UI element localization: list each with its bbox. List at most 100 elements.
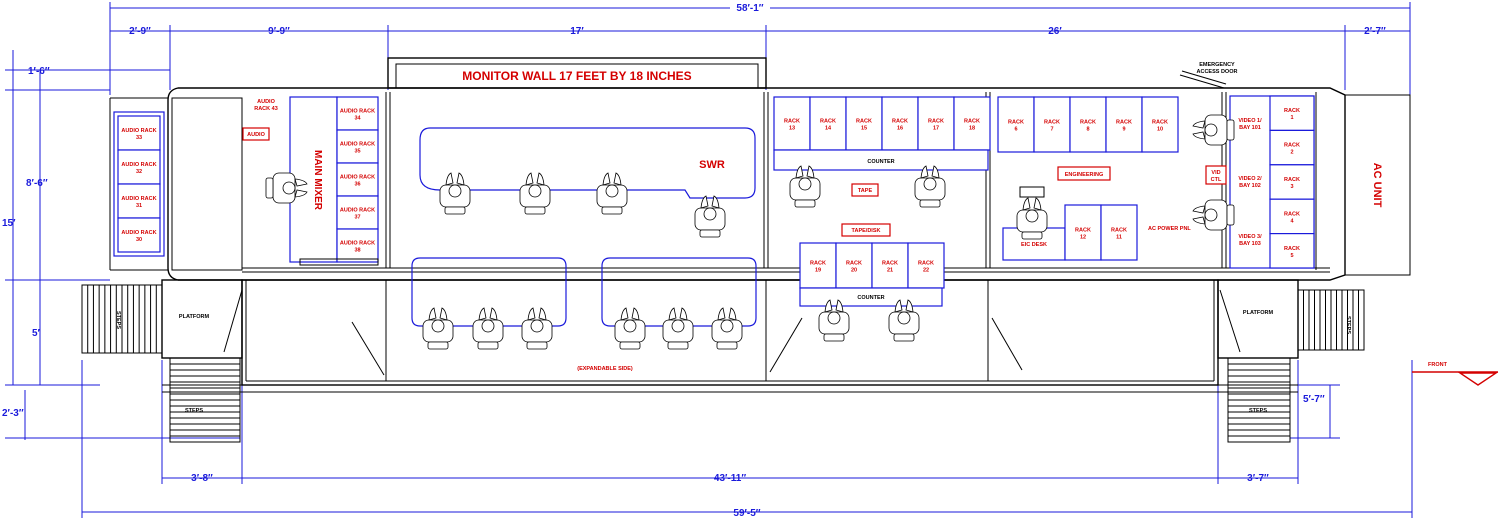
rack-label: RACK [1116, 120, 1132, 126]
rack-number: 30 [136, 237, 142, 243]
rack-number: 4 [1290, 218, 1294, 224]
dim-seg3: 17′ [570, 26, 584, 37]
rack-number: 22 [923, 268, 929, 274]
dim-seg1: 2′-9″ [129, 26, 151, 37]
rack-number: 37 [354, 215, 360, 221]
rack [953, 96, 991, 151]
dim-bottom-mid: 43′-11″ [714, 473, 746, 484]
chair-icon [711, 307, 743, 350]
audio-tag-label: AUDIO [247, 132, 265, 138]
dim-left-top: 1′-6″ [28, 66, 50, 77]
rack-number: 32 [136, 169, 142, 175]
rack-number: 5 [1290, 253, 1293, 259]
rack-label: RACK [856, 119, 872, 125]
rack [336, 96, 379, 131]
rack-number: 3 [1290, 184, 1293, 190]
rack-number: 9 [1122, 127, 1125, 133]
rack-label: AUDIO RACK [340, 208, 375, 214]
rack [117, 115, 161, 151]
rack-label: AUDIO RACK [340, 175, 375, 181]
rack-label: RACK [1284, 246, 1300, 252]
swr-label: SWR [699, 159, 725, 171]
rack-label: AUDIO RACK [340, 241, 375, 247]
rack-label: RACK [1111, 228, 1127, 234]
chair-icon [1192, 199, 1235, 231]
rack-label: AUDIO RACK [121, 128, 156, 134]
dim-seg5: 2′-7″ [1364, 26, 1386, 37]
steps-label-left-side: STEPS [115, 311, 121, 329]
rack-label: AUDIO RACK [121, 196, 156, 202]
operator-chairs [265, 114, 1235, 350]
chair-icon [439, 172, 471, 215]
rack-number: 34 [354, 116, 361, 122]
rack-number: 1 [1290, 115, 1293, 121]
rack-number: 2 [1290, 150, 1293, 156]
rack [1269, 164, 1315, 200]
rack [773, 96, 811, 151]
rack-number: 19 [815, 268, 821, 274]
rack-number: 6 [1014, 127, 1017, 133]
rack-number: 13 [789, 126, 795, 132]
rack-label: RACK [820, 119, 836, 125]
rack-label: RACK [964, 119, 980, 125]
emergency-door-label-2: ACCESS DOOR [1197, 69, 1238, 75]
video-bay-label: VIDEO 1/ [1238, 118, 1262, 124]
dim-seg2: 9′-9″ [268, 26, 290, 37]
platform-label-left: PLATFORM [179, 314, 210, 320]
rack-number: 21 [887, 268, 893, 274]
chair-icon [472, 307, 504, 350]
rack-label: RACK [1080, 120, 1096, 126]
dim-left-bottom: 2′-3″ [2, 408, 24, 419]
video-bay-number: BAY 103 [1239, 241, 1261, 247]
rack [336, 228, 379, 263]
rack [1269, 233, 1315, 269]
audio-tag [242, 127, 270, 141]
dim-bottom-right: 3′-7″ [1247, 473, 1269, 484]
chair-icon [422, 307, 454, 350]
rack-number: 31 [136, 203, 142, 209]
video-bay-number: BAY 102 [1239, 183, 1261, 189]
ac-unit: AC UNIT [1344, 94, 1411, 276]
rack-label: AUDIO RACK [121, 230, 156, 236]
chair-icon [596, 172, 628, 215]
steps-label-right-side: STEPS [1345, 316, 1351, 334]
rack-number: 8 [1086, 127, 1089, 133]
chair-icon [694, 195, 726, 238]
video-bay-label: VIDEO 3/ [1238, 234, 1262, 240]
tape-label: TAPE [858, 188, 873, 194]
chair-icon [519, 172, 551, 215]
dimension-lines [5, 2, 1413, 518]
tape-disk-label: TAPE/DISK [852, 228, 881, 234]
dim-left-low: 5′ [32, 328, 41, 339]
monitor-wall-label: MONITOR WALL 17 FEET BY 18 INCHES [462, 69, 691, 83]
rack-number: 17 [933, 126, 939, 132]
rack [1105, 96, 1143, 153]
rack-label: RACK [810, 261, 826, 267]
rack-label: RACK [1044, 120, 1060, 126]
counter-label-disk: COUNTER [857, 295, 884, 301]
rack [117, 183, 161, 219]
audio-rack-43-label: AUDIO [257, 99, 275, 105]
chair-icon [789, 165, 821, 208]
rack-label: RACK [1284, 143, 1300, 149]
vid-ctl-label: VID [1211, 170, 1220, 176]
rack [1064, 204, 1102, 261]
rack-label: AUDIO RACK [121, 162, 156, 168]
rack [336, 162, 379, 197]
rack [1269, 95, 1315, 132]
rack [1269, 198, 1315, 235]
rack-label: RACK [928, 119, 944, 125]
rack-label: RACK [1008, 120, 1024, 126]
rack-label: AUDIO RACK [340, 109, 375, 115]
rack-number: 15 [861, 126, 867, 132]
rack-label: AUDIO RACK [340, 142, 375, 148]
rack-number: 11 [1116, 235, 1122, 241]
rack-number: 33 [136, 135, 142, 141]
platform-label-right: PLATFORM [1243, 310, 1274, 316]
